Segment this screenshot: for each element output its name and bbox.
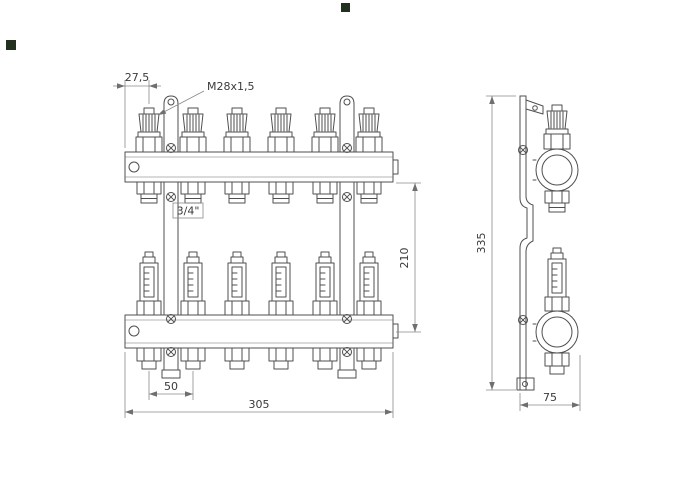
foot-hole: [522, 381, 528, 387]
valve-assembly: [135, 107, 163, 153]
flow-meter: [136, 251, 162, 316]
outlet-nut: [136, 347, 162, 370]
outlet-nut: [356, 347, 382, 370]
valve-assembly: [311, 107, 339, 153]
front-view: [124, 95, 399, 379]
clamp-screw: [342, 314, 352, 324]
mounting-plate-profile: [516, 95, 544, 391]
foot-bracket: [516, 377, 535, 391]
union-nut: [268, 181, 294, 204]
bottom-bar-end-view: [532, 310, 579, 354]
port-size-box: [172, 202, 204, 219]
valve-assembly-side: [543, 104, 571, 150]
flow-meter: [312, 251, 338, 316]
dim-spacing-label: 50: [164, 380, 178, 393]
dim-height-label: 335: [475, 233, 488, 254]
union-nut: [180, 181, 206, 204]
dim-offset-label: 27,5: [125, 71, 150, 84]
clamp-screw: [166, 192, 176, 202]
clamp-screw: [166, 314, 176, 324]
end-port-hole: [128, 161, 140, 173]
valve-assembly: [355, 107, 383, 153]
union-nut: [356, 181, 382, 204]
bottom-manifold-bar: [124, 314, 399, 349]
valve-assembly: [267, 107, 295, 153]
dimension-offset-first-port: 27,5: [113, 71, 161, 148]
flow-meter: [356, 251, 382, 316]
flow-meter: [268, 251, 294, 316]
dim-depth-label: 75: [543, 391, 557, 404]
outlet-nut: [224, 347, 250, 370]
side-view: [516, 95, 579, 391]
dim-axis-height-label: 210: [398, 248, 411, 269]
top-manifold-bar: [124, 151, 399, 183]
artifact-mark-top: [341, 3, 350, 12]
mounting-bracket-right: [337, 95, 357, 379]
dimension-port-size: 3/4": [172, 202, 204, 219]
union-nut: [312, 181, 338, 204]
dimension-thread-callout: M28x1,5: [158, 80, 255, 115]
dim-width-label: 305: [249, 398, 270, 411]
end-plug: [392, 323, 399, 339]
outlet-nut: [312, 347, 338, 370]
outlet-nut: [180, 347, 206, 370]
dimension-overall-height: 335: [475, 95, 516, 391]
clamp-screw: [342, 347, 352, 357]
union-nut-side: [544, 190, 570, 213]
mounting-bracket-left: [161, 95, 181, 379]
clamp-screw: [166, 143, 176, 153]
flow-meter: [180, 251, 206, 316]
tab-hole: [532, 105, 538, 111]
valve-assembly: [179, 107, 207, 153]
top-tab: [525, 99, 544, 115]
clamp-screw: [342, 143, 352, 153]
end-plug: [392, 159, 399, 175]
flow-meter: [224, 251, 250, 316]
artifact-mark-left: [6, 40, 16, 50]
dimension-depth: 75: [519, 355, 581, 411]
end-port-hole: [128, 325, 140, 337]
flow-meter-side: [544, 247, 570, 312]
dim-thread-label: M28x1,5: [207, 80, 255, 93]
outlet-nut-side: [544, 352, 570, 375]
valve-assembly: [223, 107, 251, 153]
dimension-overall-width: 305: [124, 352, 394, 418]
union-nut: [136, 181, 162, 204]
dimension-port-spacing: 50: [148, 371, 194, 400]
dimension-axis-height: 210: [396, 182, 421, 333]
clamp-screw: [342, 192, 352, 202]
union-nut: [224, 181, 250, 204]
outlet-nut: [268, 347, 294, 370]
dim-port-size-label: 3/4": [177, 205, 200, 218]
top-bar-end-view: [532, 148, 579, 192]
clamp-screw: [166, 347, 176, 357]
